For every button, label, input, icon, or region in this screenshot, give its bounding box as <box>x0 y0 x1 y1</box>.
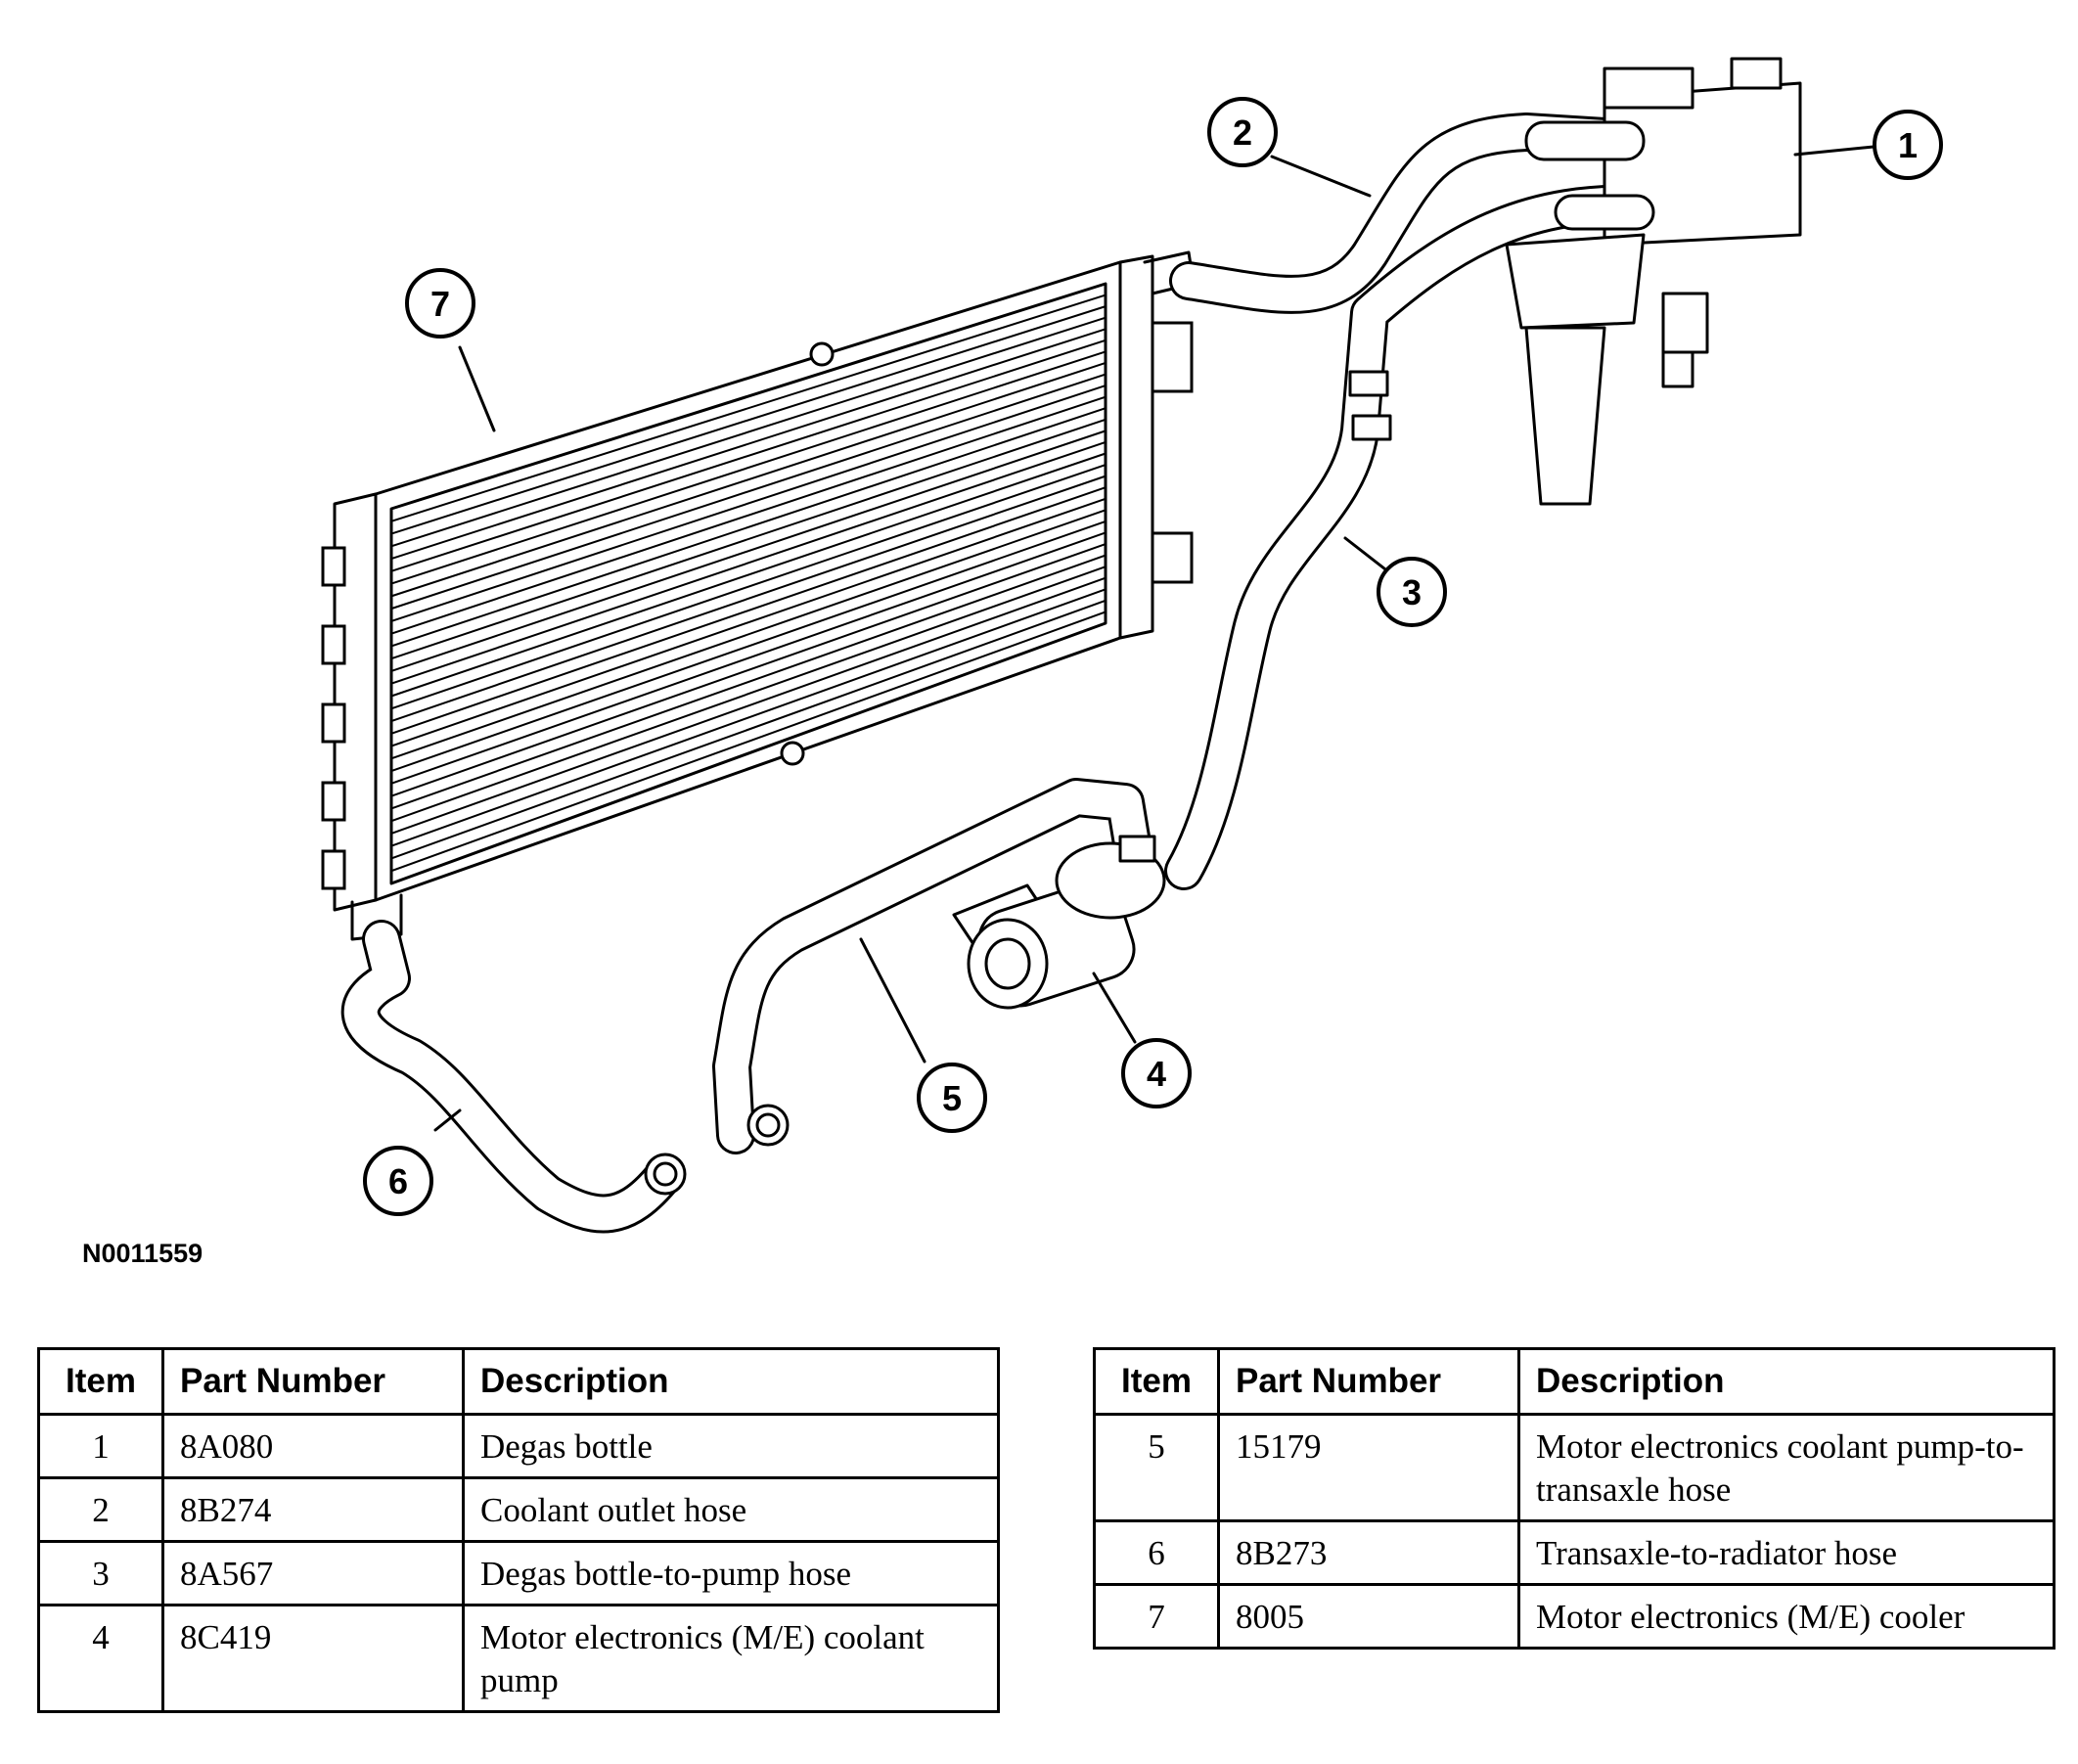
part-description: Motor electronics (M/E) coolant pump <box>462 1604 1000 1713</box>
callout-4: 4 <box>1121 1038 1192 1108</box>
callout-5: 5 <box>917 1063 987 1133</box>
svg-text:5: 5 <box>942 1078 962 1118</box>
radiator-fin <box>390 475 1107 722</box>
part-number: 8A567 <box>161 1540 465 1606</box>
item-number: 4 <box>37 1604 164 1713</box>
radiator-fin <box>390 588 1107 847</box>
part-number: 15179 <box>1217 1413 1520 1522</box>
svg-text:4: 4 <box>1147 1054 1166 1094</box>
table-row: 3 8A567 Degas bottle-to-pump hose <box>37 1540 1000 1606</box>
callout-7: 7 <box>405 268 475 339</box>
radiator-fin <box>390 430 1107 672</box>
callout-2: 2 <box>1207 97 1278 167</box>
figure-code: N0011559 <box>82 1239 203 1268</box>
item-number: 6 <box>1093 1519 1220 1586</box>
leader-lines <box>433 145 1875 1132</box>
svg-text:1: 1 <box>1898 125 1918 165</box>
header-description: Description <box>462 1347 1000 1416</box>
part-description: Degas bottle <box>462 1413 1000 1479</box>
callout-3: 3 <box>1377 557 1447 627</box>
table-row: 2 8B274 Coolant outlet hose <box>37 1476 1000 1543</box>
item-number: 7 <box>1093 1583 1220 1650</box>
part-description: Motor electronics (M/E) cooler <box>1517 1583 2055 1650</box>
me-cooler-radiator <box>321 250 1196 941</box>
header-description: Description <box>1517 1347 2055 1416</box>
radiator-fin <box>390 440 1107 685</box>
transaxle-to-radiator-hose <box>340 920 687 1234</box>
item-number: 3 <box>37 1540 164 1606</box>
radiator-fin <box>390 305 1107 535</box>
part-number: 8C419 <box>161 1604 465 1713</box>
parts-table-right: Item Part Number Description 5 15179 Mot… <box>1093 1347 2055 1650</box>
item-number: 5 <box>1093 1413 1220 1522</box>
radiator-fin <box>390 520 1107 773</box>
radiator-fin <box>390 362 1107 598</box>
radiator-fin <box>390 554 1107 810</box>
callout-1: 1 <box>1873 110 1943 180</box>
radiator-fin <box>390 294 1107 522</box>
pump-to-transaxle-hose <box>712 778 1154 1154</box>
radiator-fin <box>390 339 1107 572</box>
parts-table-left: Item Part Number Description 1 8A080 Deg… <box>37 1347 1000 1713</box>
radiator-fin <box>390 328 1107 561</box>
part-number: 8A080 <box>161 1413 465 1479</box>
radiator-fin <box>390 464 1107 710</box>
radiator-fin <box>390 565 1107 823</box>
svg-text:2: 2 <box>1233 113 1252 153</box>
table-row: 7 8005 Motor electronics (M/E) cooler <box>1093 1583 2055 1650</box>
table-header-row: Item Part Number Description <box>1093 1347 2055 1416</box>
degas-bottle-to-pump-hose <box>1164 184 1673 890</box>
radiator-fin <box>390 407 1107 648</box>
part-description: Motor electronics coolant pump-to-transa… <box>1517 1413 2055 1522</box>
radiator-fin <box>390 384 1107 622</box>
radiator-fin <box>390 543 1107 797</box>
radiator-fin <box>390 452 1107 698</box>
table-header-row: Item Part Number Description <box>37 1347 1000 1416</box>
header-part-number: Part Number <box>1217 1347 1520 1416</box>
header-part-number: Part Number <box>161 1347 465 1416</box>
part-description: Degas bottle-to-pump hose <box>462 1540 1000 1606</box>
degas-bottle <box>1505 57 1802 506</box>
header-item: Item <box>1093 1347 1220 1416</box>
part-number: 8005 <box>1217 1583 1520 1650</box>
radiator-fin <box>390 418 1107 660</box>
item-number: 2 <box>37 1476 164 1543</box>
radiator-fin <box>390 395 1107 635</box>
header-item: Item <box>37 1347 164 1416</box>
table-row: 5 15179 Motor electronics coolant pump-t… <box>1093 1413 2055 1522</box>
table-row: 4 8C419 Motor electronics (M/E) coolant … <box>37 1604 1000 1713</box>
callout-6: 6 <box>363 1146 433 1216</box>
part-description: Transaxle-to-radiator hose <box>1517 1519 2055 1586</box>
item-number: 1 <box>37 1413 164 1479</box>
radiator-fin <box>390 350 1107 585</box>
radiator-fin <box>390 486 1107 735</box>
radiator-fin <box>390 531 1107 785</box>
svg-text:3: 3 <box>1402 572 1422 612</box>
radiator-fin <box>390 509 1107 760</box>
radiator-fin <box>390 576 1107 835</box>
table-row: 6 8B273 Transaxle-to-radiator hose <box>1093 1519 2055 1586</box>
radiator-fin <box>390 599 1107 860</box>
part-description: Coolant outlet hose <box>462 1476 1000 1543</box>
part-number: 8B273 <box>1217 1519 1520 1586</box>
me-coolant-pump <box>952 835 1166 1010</box>
radiator-fin <box>390 497 1107 747</box>
table-row: 1 8A080 Degas bottle <box>37 1413 1000 1479</box>
svg-text:7: 7 <box>430 284 450 324</box>
part-number: 8B274 <box>161 1476 465 1543</box>
coolant-outlet-hose <box>1169 113 1624 314</box>
radiator-fin <box>390 316 1107 548</box>
radiator-fin <box>390 611 1107 873</box>
radiator-fin <box>390 373 1107 611</box>
svg-text:6: 6 <box>388 1161 408 1201</box>
